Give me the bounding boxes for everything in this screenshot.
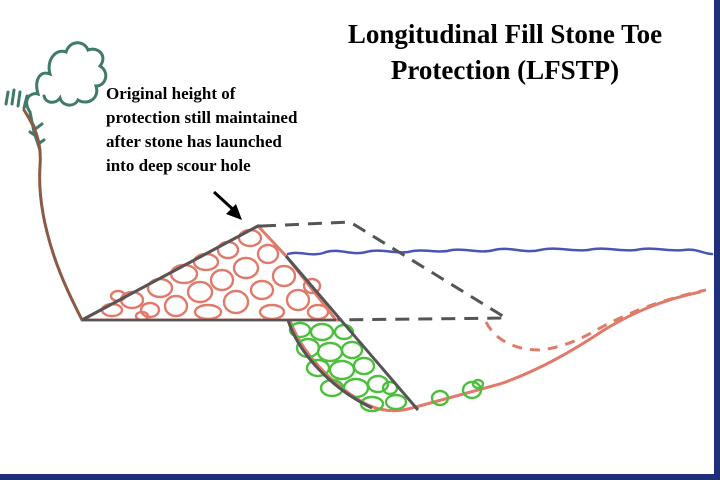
stone-fill-remaining [81,224,340,322]
original-riverbed-dashed [484,288,707,352]
slide-title: Longitudinal Fill Stone Toe Protection (… [300,16,710,88]
slide-frame-bottom [0,474,720,480]
annotation-line-1: Original height of [106,84,236,103]
annotation-arrow-icon [212,190,242,220]
launched-toe-outline [284,255,420,411]
title-line-1: Longitudinal Fill Stone Toe [347,19,663,49]
water-surface [286,247,714,256]
original-height-line [81,224,262,322]
annotation-line-3: after stone has launched [106,132,282,151]
annotation-text: Original height of protection still main… [106,82,356,178]
annotation-line-2: protection still maintained [106,108,298,127]
title-line-2: Protection (LFSTP) [390,55,620,85]
slide-frame-right [714,0,720,480]
original-toe-outline [261,220,512,322]
annotation-line-4: into deep scour hole [106,156,251,175]
tree-icon [4,41,108,152]
river-bank [22,108,84,322]
